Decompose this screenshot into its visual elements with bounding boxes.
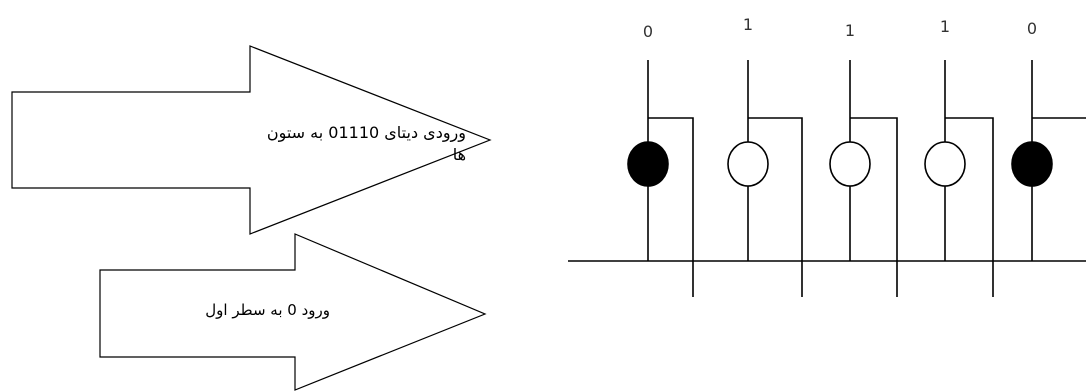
led-matrix-columns: 0 1 1 1 0 <box>627 15 1086 297</box>
column-feed-wire <box>648 117 694 297</box>
column-2: 1 <box>727 15 803 297</box>
column-bit-label: 1 <box>940 17 950 36</box>
column-feed-wire <box>945 117 994 297</box>
column-feed-wire <box>748 117 803 297</box>
led-unlit <box>924 141 966 187</box>
column-3: 1 <box>829 21 898 297</box>
row-input-arrow <box>99 233 487 391</box>
led-lit <box>627 141 669 187</box>
column-bit-label: 1 <box>845 21 855 40</box>
column-4: 1 <box>924 17 994 297</box>
column-bit-label: 0 <box>643 22 653 41</box>
columns-input-label: ورودی دیتای 01110 به ستون ها <box>266 123 466 164</box>
led-unlit <box>727 141 769 187</box>
columns-input-arrow <box>11 45 492 235</box>
led-lit <box>1011 141 1053 187</box>
column-feed-wire <box>850 117 898 297</box>
column-1: 0 <box>627 22 694 297</box>
column-bit-label: 0 <box>1027 19 1037 38</box>
column-bit-label: 1 <box>743 15 753 34</box>
led-unlit <box>829 141 871 187</box>
row-input-label: ورود 0 به سطر اول <box>205 301 330 319</box>
column-5: 0 <box>1011 19 1086 261</box>
